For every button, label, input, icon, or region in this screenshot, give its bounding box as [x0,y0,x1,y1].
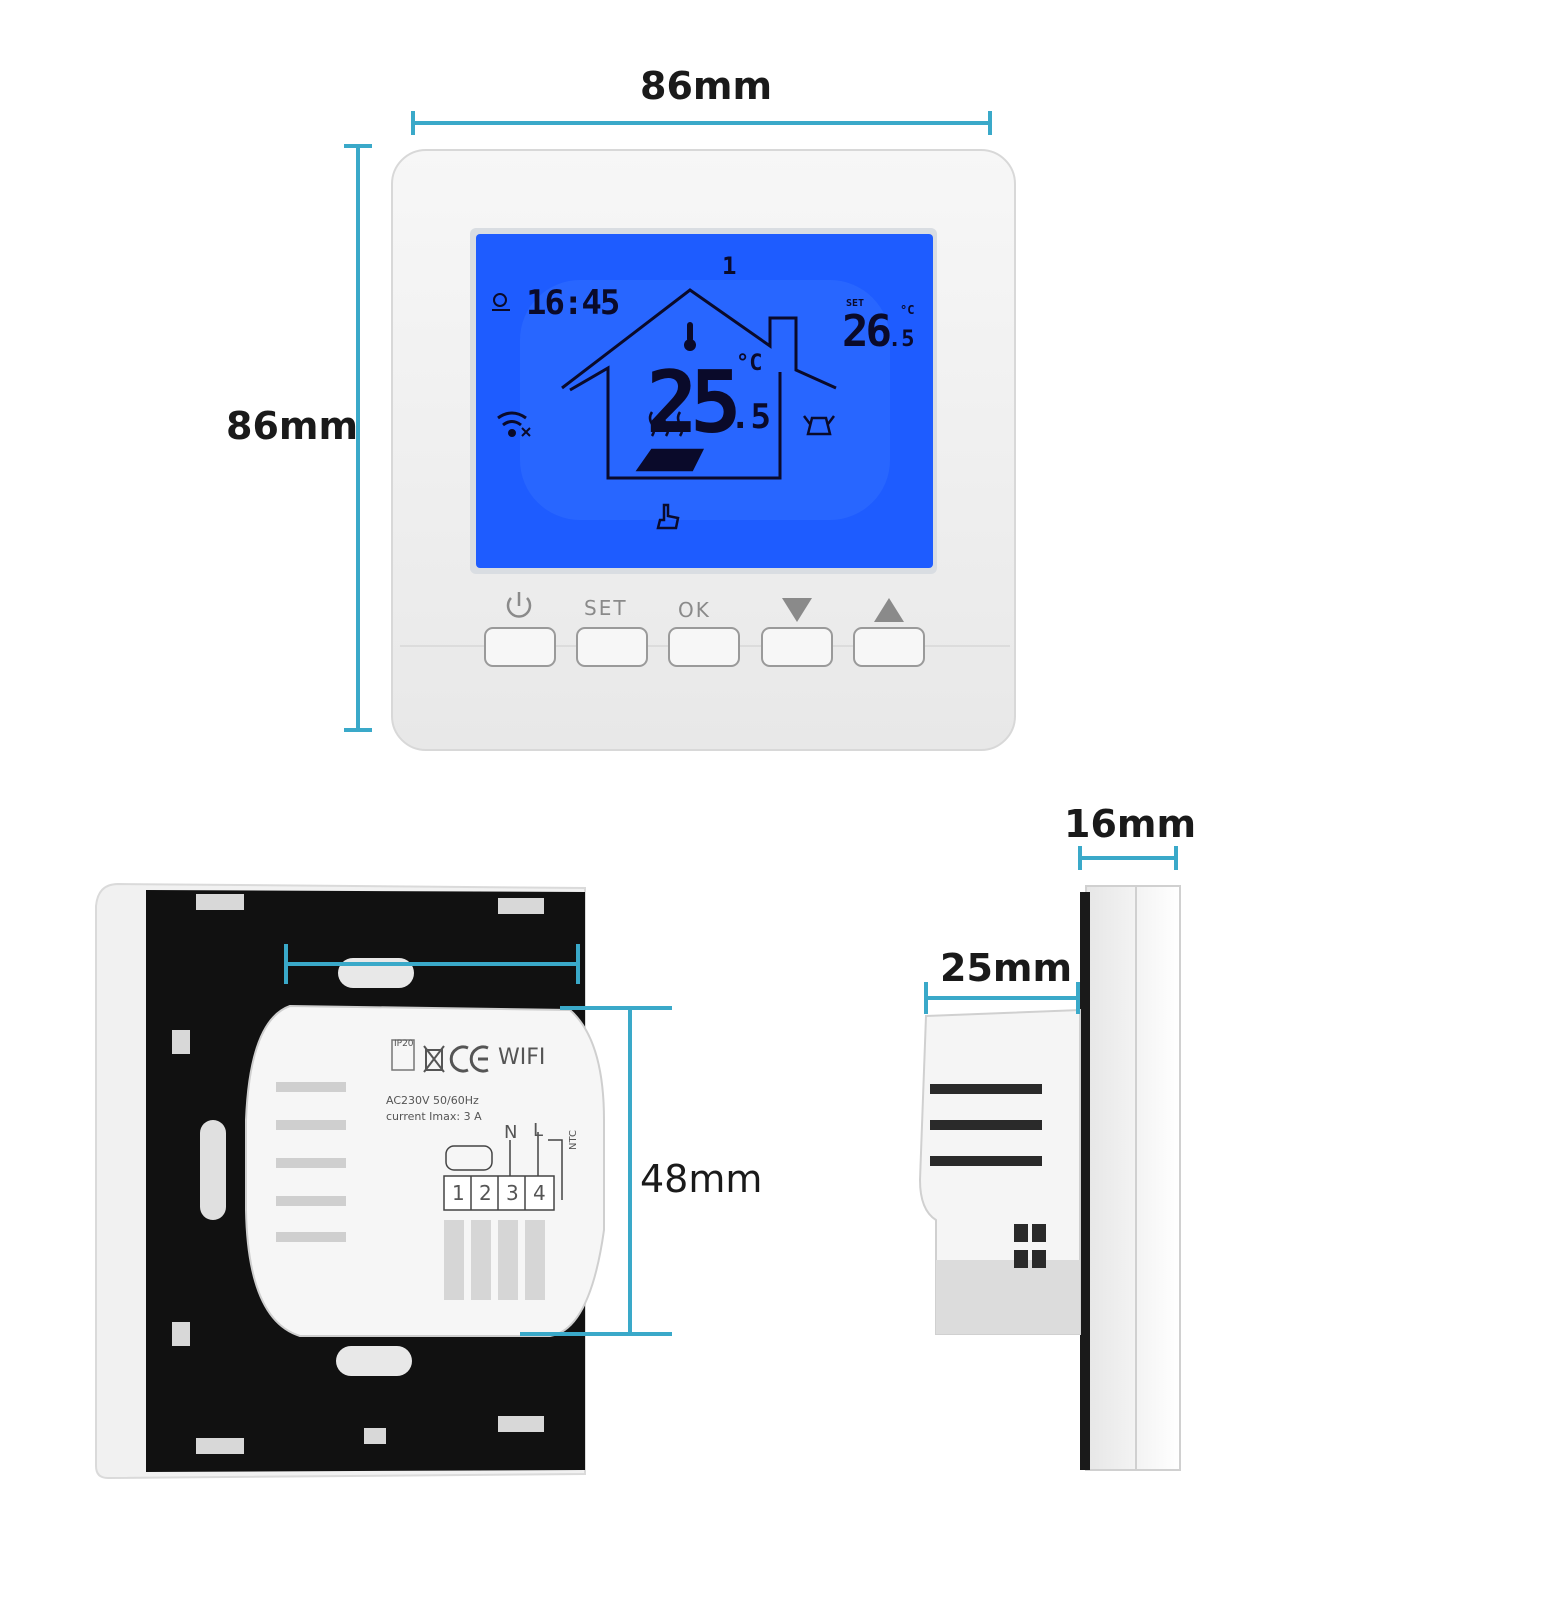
terminal-1: 1 [452,1181,465,1205]
side-depth-label: 25mm [940,946,1073,990]
set-temp-unit: °C [900,303,914,317]
terminal-4: 4 [533,1181,546,1205]
power-icon [506,592,532,618]
wifi-label: WIFI [498,1045,545,1070]
ip-rating: IP20 [394,1039,414,1049]
lcd-screen [476,234,933,568]
front-width-dimension-line [411,111,992,135]
terminal-l-label: L [533,1120,543,1141]
thermometer-icon [684,322,696,351]
front-height-dimension-line [344,144,372,732]
lcd-content [492,288,837,530]
ce-mark-icon [449,1045,489,1073]
ok-button[interactable] [668,627,740,667]
back-width-dimension-line [284,944,580,984]
weee-bin-icon [423,1045,445,1073]
side-thickness-label: 16mm [1064,802,1197,846]
thermostat-side [918,885,1181,1471]
room-temp-unit: °C [736,351,763,376]
side-depth-dimension-line [924,982,1080,1014]
side-thickness-dimension-line [1078,846,1178,870]
ok-button-label: OK [678,598,711,622]
thermostat-front [391,149,1016,751]
power-button[interactable] [484,627,556,667]
bell-icon [803,415,835,436]
terminal-n-label: N [504,1122,517,1143]
terminal-3: 3 [506,1181,519,1205]
down-button[interactable] [761,627,833,667]
set-button-label: SET [584,596,628,620]
set-button[interactable] [576,627,648,667]
front-width-label: 86mm [640,64,773,108]
wifi-off-icon [497,411,531,437]
back-height-dimension-line [520,1006,672,1336]
front-height-label: 86mm [226,404,359,448]
terminal-2: 2 [479,1181,492,1205]
thermostat-back [95,882,605,1480]
voltage-label: AC230V 50/60Hz [386,1094,479,1107]
clock-icon [492,293,510,311]
up-button[interactable] [853,627,925,667]
room-temperature-decimal: .5 [730,397,771,437]
hand-icon [656,503,680,530]
current-label: current Imax: 3 A [386,1110,482,1123]
house-outline-icon [561,288,837,480]
program-number: 1 [722,252,736,280]
clock-display: 16:45 [526,283,619,323]
hardware-buttons [484,627,925,667]
back-height-label: 48mm [640,1157,763,1201]
room-temperature: 25 [646,353,736,453]
set-temperature: 26 [842,306,890,357]
floor-heating-icon [635,411,705,472]
triangle-up-icon [874,598,904,622]
ntc-label: NTC [568,1130,579,1150]
triangle-down-icon [782,598,812,622]
set-temperature-decimal: .5 [888,327,915,352]
set-indicator: SET [846,298,864,309]
